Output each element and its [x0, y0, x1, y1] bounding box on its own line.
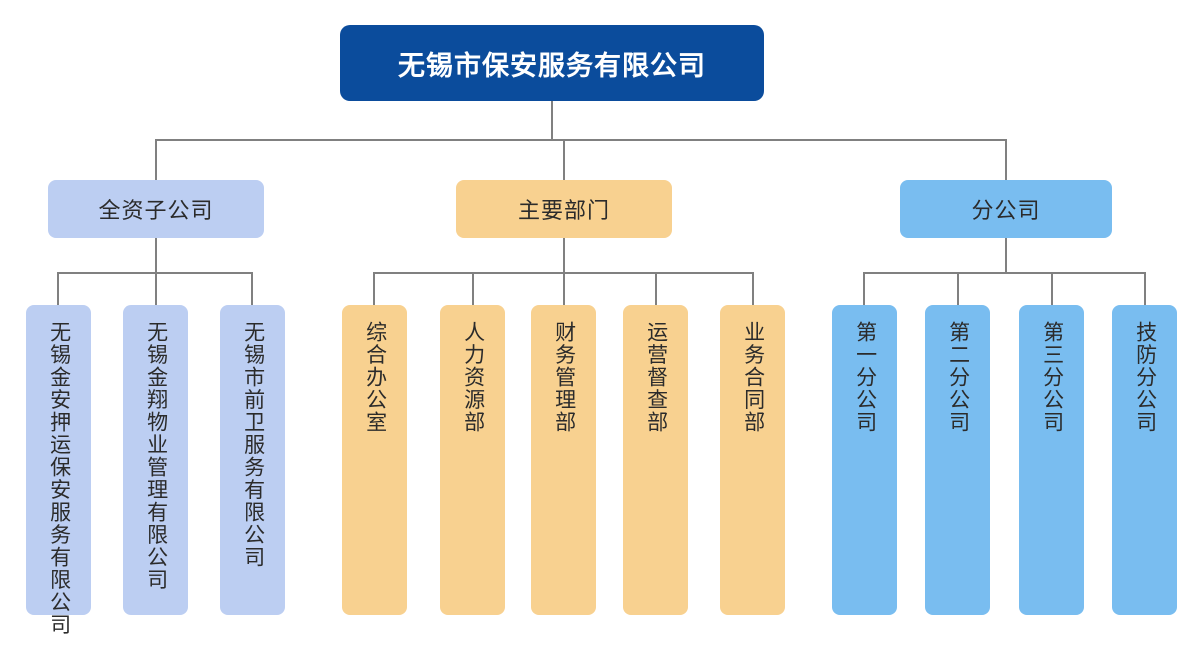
leaf-node-department-3[interactable]: 财务管理部 — [531, 305, 596, 615]
leaf-node-label: 第二分公司 — [946, 321, 970, 434]
leaf-node-department-4[interactable]: 运营督查部 — [623, 305, 688, 615]
group-node-departments[interactable]: 主要部门 — [456, 180, 672, 238]
leaf-node-label: 业务合同部 — [741, 321, 765, 434]
group-node-label: 分公司 — [971, 198, 1041, 223]
leaf-node-label: 无锡金安押运保安服务有限公司 — [47, 321, 71, 636]
leaf-node-department-2[interactable]: 人力资源部 — [440, 305, 505, 615]
group-node-label: 主要部门 — [517, 198, 610, 223]
connector-drop-department-1 — [373, 272, 375, 305]
connector-drop-department-3 — [563, 272, 565, 305]
root-node-company[interactable]: 无锡市保安服务有限公司 — [340, 25, 764, 101]
connector-drop-subsidiary-3 — [251, 272, 253, 305]
connector-drop-subsidiary-2 — [155, 272, 157, 305]
connector-drop-department-5 — [752, 272, 754, 305]
group-node-branches[interactable]: 分公司 — [900, 180, 1112, 238]
root-node-label: 无锡市保安服务有限公司 — [398, 50, 706, 81]
leaf-node-department-5[interactable]: 业务合同部 — [720, 305, 785, 615]
connector-drop-subsidiaries — [155, 139, 157, 180]
leaf-node-label: 人力资源部 — [461, 321, 485, 434]
leaf-node-label: 无锡金翔物业管理有限公司 — [144, 321, 168, 591]
leaf-node-subsidiary-2[interactable]: 无锡金翔物业管理有限公司 — [123, 305, 188, 615]
connector-root-stem — [551, 101, 553, 140]
leaf-node-label: 技防分公司 — [1133, 321, 1157, 434]
leaf-node-department-1[interactable]: 综合办公室 — [342, 305, 407, 615]
connector-drop-branch-1 — [863, 272, 865, 305]
connector-branches-stem — [1005, 238, 1007, 273]
connector-departments-stem — [563, 238, 565, 273]
connector-branches-bus — [863, 272, 1146, 274]
connector-drop-subsidiary-1 — [57, 272, 59, 305]
leaf-node-subsidiary-1[interactable]: 无锡金安押运保安服务有限公司 — [26, 305, 91, 636]
leaf-node-subsidiary-3[interactable]: 无锡市前卫服务有限公司 — [220, 305, 285, 615]
connector-drop-branches — [1005, 139, 1007, 180]
leaf-node-branch-3[interactable]: 第三分公司 — [1019, 305, 1084, 615]
leaf-node-branch-4[interactable]: 技防分公司 — [1112, 305, 1177, 615]
group-node-label: 全资子公司 — [98, 198, 214, 223]
leaf-node-branch-2[interactable]: 第二分公司 — [925, 305, 990, 615]
connector-drop-branch-2 — [957, 272, 959, 305]
connector-drop-department-4 — [655, 272, 657, 305]
connector-level2-bus — [155, 139, 1006, 141]
leaf-node-label: 综合办公室 — [363, 321, 387, 434]
group-node-subsidiaries[interactable]: 全资子公司 — [48, 180, 264, 238]
leaf-node-label: 运营督查部 — [644, 321, 668, 434]
leaf-node-label: 财务管理部 — [552, 321, 576, 434]
leaf-node-label: 无锡市前卫服务有限公司 — [241, 321, 265, 569]
connector-drop-departments — [563, 139, 565, 180]
connector-drop-branch-4 — [1144, 272, 1146, 305]
connector-drop-branch-3 — [1051, 272, 1053, 305]
connector-drop-department-2 — [472, 272, 474, 305]
leaf-node-label: 第一分公司 — [853, 321, 877, 434]
leaf-node-label: 第三分公司 — [1040, 321, 1064, 434]
leaf-node-branch-1[interactable]: 第一分公司 — [832, 305, 897, 615]
connector-subsidiaries-stem — [155, 238, 157, 273]
